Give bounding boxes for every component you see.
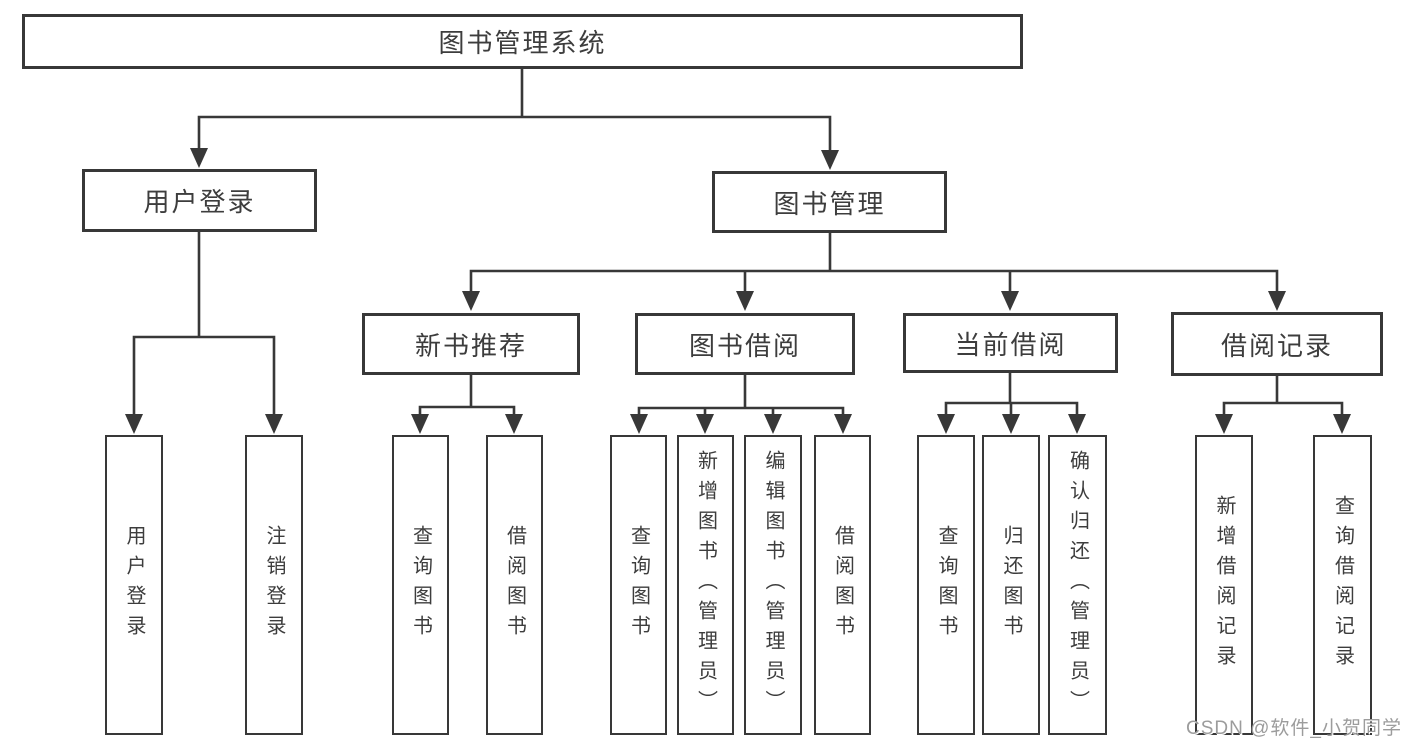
node-new-book-recommend: 新书推荐: [362, 313, 580, 375]
leaf-current-confirm-return-admin-label: 确认归还（管理员）: [1066, 450, 1089, 720]
node-current-borrow: 当前借阅: [903, 313, 1118, 373]
leaf-borrow-edit-admin: 编辑图书（管理员）: [744, 435, 802, 735]
leaf-borrow-add-admin-label: 新增图书（管理员）: [694, 450, 717, 720]
leaf-logout-label: 注销登录: [263, 525, 285, 645]
leaf-borrow-add-admin: 新增图书（管理员）: [677, 435, 734, 735]
leaf-current-return: 归还图书: [982, 435, 1040, 735]
watermark: CSDN @软件_小贺同学: [1186, 718, 1402, 739]
leaf-records-add: 新增借阅记录: [1195, 435, 1253, 735]
leaf-newbooks-borrow-label: 借阅图书: [503, 525, 526, 645]
leaf-current-confirm-return-admin: 确认归还（管理员）: [1048, 435, 1107, 735]
leaf-newbooks-query: 查询图书: [392, 435, 449, 735]
leaf-newbooks-borrow: 借阅图书: [486, 435, 543, 735]
leaf-records-query-label: 查询借阅记录: [1331, 495, 1354, 675]
node-user-login: 用户登录: [82, 169, 317, 232]
leaf-current-return-label: 归还图书: [1000, 525, 1022, 645]
leaf-borrow-query-label: 查询图书: [627, 525, 650, 645]
node-book-management: 图书管理: [712, 171, 947, 233]
node-book-borrow: 图书借阅: [635, 313, 855, 375]
node-borrow-records: 借阅记录: [1171, 312, 1383, 376]
leaf-user-login: 用户登录: [105, 435, 163, 735]
arrowheads: [125, 148, 1351, 434]
leaf-user-login-label: 用户登录: [123, 525, 145, 645]
leaf-records-add-label: 新增借阅记录: [1213, 495, 1235, 675]
leaf-borrow-query: 查询图书: [610, 435, 667, 735]
leaf-current-query-label: 查询图书: [935, 525, 957, 645]
leaf-borrow-borrow: 借阅图书: [814, 435, 871, 735]
leaf-borrow-edit-admin-label: 编辑图书（管理员）: [762, 450, 784, 720]
leaf-borrow-borrow-label: 借阅图书: [831, 525, 854, 645]
leaf-newbooks-query-label: 查询图书: [409, 525, 432, 645]
leaf-current-query: 查询图书: [917, 435, 975, 735]
leaf-records-query: 查询借阅记录: [1313, 435, 1372, 735]
leaf-logout: 注销登录: [245, 435, 303, 735]
node-root-system: 图书管理系统: [22, 14, 1023, 69]
